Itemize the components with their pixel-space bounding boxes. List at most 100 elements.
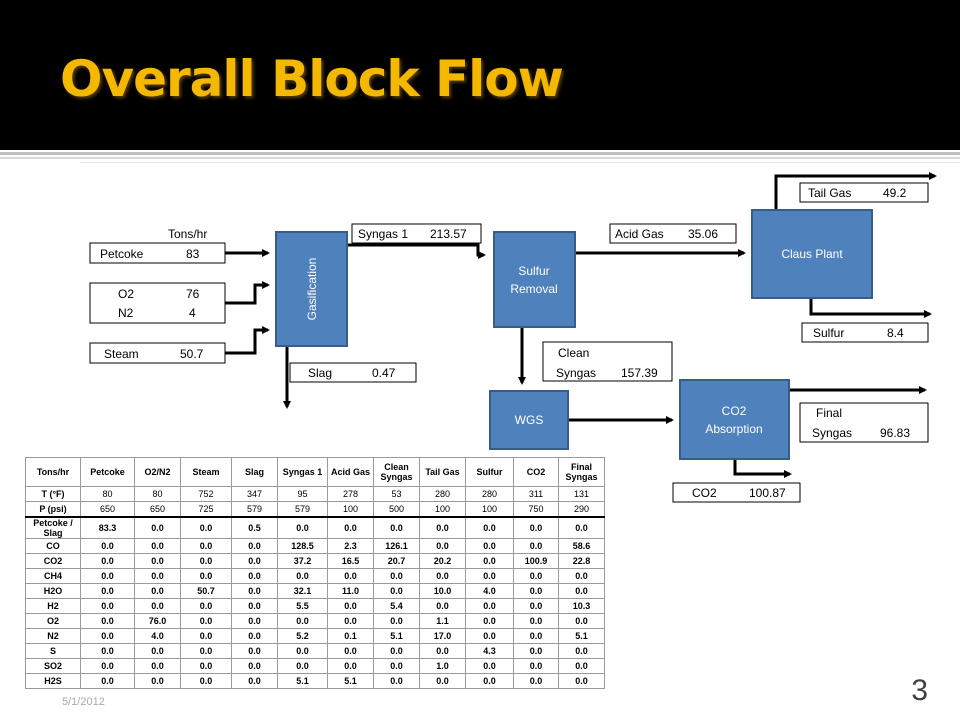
- table-cell: 750: [513, 501, 559, 518]
- table-cell: 0.0: [134, 673, 181, 689]
- o2-n2-stream-box: O2 76 N2 4: [89, 282, 226, 324]
- table-cell: 50.7: [180, 583, 232, 599]
- table-cell: 278: [327, 486, 374, 502]
- gasification-block: Gasification: [275, 231, 348, 347]
- petcoke-label: Petcoke: [100, 247, 144, 261]
- table-cell: 0.0: [80, 673, 135, 689]
- flow-arrows: [225, 172, 937, 478]
- final-syngas-stream-box: Final Syngas 96.83: [799, 402, 929, 443]
- n2-label: N2: [118, 306, 134, 320]
- clean-syngas-value: 157.39: [621, 366, 658, 380]
- wgs-label: WGS: [515, 413, 544, 427]
- table-cell: 4.3: [465, 643, 514, 659]
- table-cell: 4.0: [134, 628, 181, 644]
- steam-value: 50.7: [180, 347, 204, 361]
- acid-gas-stream-box: Acid Gas 35.06: [609, 223, 737, 244]
- table-row-label: T (°F): [25, 486, 81, 502]
- sulfur-stream-box: Sulfur 8.4: [801, 322, 929, 343]
- table-cell: 0.0: [80, 598, 135, 614]
- table-cell: 0.0: [327, 658, 374, 674]
- table-cell: 0.0: [513, 628, 559, 644]
- table-cell: 650: [134, 501, 181, 518]
- table-cell: 0.0: [327, 568, 374, 584]
- table-header: Acid Gas: [327, 457, 374, 487]
- table-header: Slag: [231, 457, 278, 487]
- table-header: Tons/hr: [25, 457, 81, 487]
- table-row-label: SO2: [25, 658, 81, 674]
- table-cell: 100: [419, 501, 466, 518]
- syngas1-value: 213.57: [430, 227, 467, 241]
- table-cell: 0.0: [373, 613, 420, 629]
- slag-stream-box: Slag 0.47: [289, 362, 417, 383]
- table-header: Petcoke: [80, 457, 135, 487]
- sulfur-removal-label-line2: Removal: [510, 282, 557, 296]
- table-cell: 10.0: [419, 583, 466, 599]
- table-cell: 0.0: [134, 658, 181, 674]
- co2-absorption-label-line2: Absorption: [705, 422, 762, 436]
- claus-plant-block: Claus Plant: [751, 209, 873, 299]
- units-label: Tons/hr: [168, 227, 207, 241]
- table-cell: 0.0: [558, 568, 605, 584]
- table-cell: 0.0: [558, 673, 605, 689]
- tail-gas-value: 49.2: [883, 186, 907, 200]
- table-header: Sulfur: [465, 457, 514, 487]
- table-cell: 20.2: [419, 553, 466, 569]
- sulfur-removal-block: Sulfur Removal: [493, 231, 576, 328]
- table-cell: 0.0: [513, 658, 559, 674]
- table-cell: 0.0: [180, 553, 232, 569]
- table-cell: 0.0: [465, 516, 514, 539]
- claus-plant-label: Claus Plant: [781, 247, 843, 261]
- title-rule: [0, 152, 960, 155]
- table-cell: 0.0: [231, 598, 278, 614]
- slag-value: 0.47: [372, 366, 396, 380]
- table-cell: 0.5: [231, 516, 278, 539]
- clean-syngas-label2: Syngas: [556, 366, 596, 380]
- co2-absorption-block: CO2 Absorption: [679, 379, 790, 460]
- table-cell: 53: [373, 486, 420, 502]
- table-header: Steam: [180, 457, 232, 487]
- table-cell: 0.0: [134, 516, 181, 539]
- table-cell: 0.0: [80, 583, 135, 599]
- sulfur-label: Sulfur: [813, 326, 844, 340]
- table-row-label: CH4: [25, 568, 81, 584]
- table-cell: 0.0: [327, 613, 374, 629]
- table-cell: 0.1: [327, 628, 374, 644]
- table-cell: 0.0: [231, 658, 278, 674]
- table-cell: 58.6: [558, 538, 605, 554]
- petcoke-stream-box: Petcoke 83: [89, 242, 226, 264]
- table-cell: 0.0: [231, 613, 278, 629]
- table-cell: 80: [80, 486, 135, 502]
- petcoke-value: 83: [186, 247, 200, 261]
- table-row-label: H2: [25, 598, 81, 614]
- table-cell: 0.0: [277, 568, 328, 584]
- table-cell: 0.0: [513, 673, 559, 689]
- table-header: Final Syngas: [558, 457, 605, 487]
- table-cell: 0.0: [419, 538, 466, 554]
- table-cell: 0.0: [373, 658, 420, 674]
- table-cell: 0.0: [180, 568, 232, 584]
- final-syngas-label1: Final: [816, 406, 842, 420]
- table-cell: 0.0: [513, 613, 559, 629]
- table-cell: 0.0: [373, 516, 420, 539]
- table-cell: 0.0: [180, 643, 232, 659]
- table-cell: 0.0: [180, 598, 232, 614]
- gasification-label: Gasification: [305, 258, 319, 321]
- table-cell: 131: [558, 486, 605, 502]
- sulfur-arrow: [809, 298, 932, 318]
- table-cell: 0.0: [134, 643, 181, 659]
- table-cell: 1.0: [419, 658, 466, 674]
- table-row-label: S: [25, 643, 81, 659]
- steam-arrow: [225, 326, 270, 355]
- table-cell: 0.0: [513, 568, 559, 584]
- table-cell: 5.5: [277, 598, 328, 614]
- table-cell: 0.0: [134, 598, 181, 614]
- table-cell: 0.0: [80, 613, 135, 629]
- table-cell: 0.0: [327, 643, 374, 659]
- slide-title: Overall Block Flow: [60, 50, 564, 108]
- table-cell: 0.0: [180, 658, 232, 674]
- table-cell: 280: [465, 486, 514, 502]
- table-cell: 76.0: [134, 613, 181, 629]
